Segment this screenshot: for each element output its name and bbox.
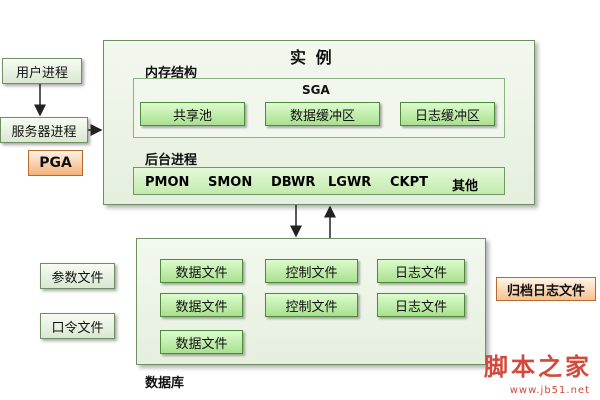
data-file-2: 数据文件: [160, 293, 243, 317]
data-buffer-cache: 数据缓冲区: [265, 102, 380, 126]
sga-title: SGA: [302, 83, 330, 97]
background-process-box: [133, 167, 505, 195]
log-file-2: 日志文件: [377, 293, 465, 317]
shared-pool: 共享池: [140, 102, 245, 126]
instance-title: 实 例: [290, 48, 334, 67]
password-file-box: 口令文件: [40, 313, 115, 339]
process-pmon: PMON: [145, 175, 190, 190]
parameter-file-box: 参数文件: [40, 263, 115, 289]
server-process-box: 服务器进程: [0, 117, 88, 143]
process-dbwr: DBWR: [271, 175, 316, 190]
user-process-box: 用户进程: [2, 58, 82, 84]
process-other: 其他: [452, 179, 479, 194]
archive-log-file-box: 归档日志文件: [496, 277, 596, 301]
data-file-3: 数据文件: [160, 330, 243, 354]
process-lgwr: LGWR: [328, 175, 372, 190]
log-buffer: 日志缓冲区: [400, 102, 495, 126]
pga-box: PGA: [28, 150, 83, 176]
control-file-1: 控制文件: [265, 259, 358, 283]
data-file-1: 数据文件: [160, 259, 243, 283]
process-smon: SMON: [208, 175, 253, 190]
control-file-2: 控制文件: [265, 293, 358, 317]
background-process-label: 后台进程: [145, 153, 198, 168]
process-ckpt: CKPT: [390, 175, 429, 190]
log-file-1: 日志文件: [377, 259, 465, 283]
database-label: 数据库: [145, 376, 185, 391]
watermark-url: www.jb51.net: [509, 385, 590, 396]
memory-structure-label: 内存结构: [145, 66, 198, 81]
watermark-logo: 脚本之家: [484, 352, 592, 381]
